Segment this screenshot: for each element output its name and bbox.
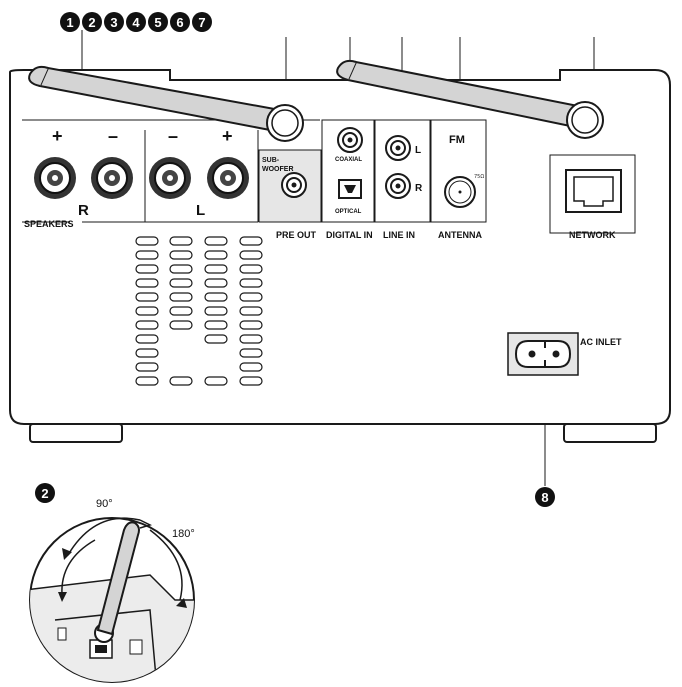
callout-6: 6	[170, 12, 190, 32]
line-in-r-label: R	[415, 183, 423, 194]
line-in-label: LINE IN	[383, 230, 415, 240]
speaker-right-label: R	[78, 202, 89, 219]
rotation-arrow-90	[67, 517, 141, 556]
callout-row: 1 2 3 4 5 6 7	[60, 12, 212, 32]
antenna-section: FM 75Ω ANTENNA	[430, 119, 487, 240]
svg-text:1: 1	[66, 15, 73, 30]
digital-in-label: DIGITAL IN	[326, 230, 373, 240]
speaker-post-3	[149, 157, 191, 199]
ac-inlet-label: AC INLET	[580, 337, 622, 347]
callout-3: 3	[104, 12, 124, 32]
subwoofer-label-1: SUB-	[262, 157, 280, 164]
optical-label: OPTICAL	[335, 209, 362, 215]
speaker-post-2	[91, 157, 133, 199]
svg-text:5: 5	[154, 15, 161, 30]
speaker-minus-r: –	[108, 126, 118, 146]
speaker-post-4	[207, 157, 249, 199]
line-in-section: L R LINE IN	[374, 119, 431, 240]
network-label: NETWORK	[569, 230, 616, 240]
rotation-arrow-180	[149, 529, 183, 601]
pre-out-label: PRE OUT	[276, 230, 317, 240]
svg-text:2: 2	[88, 15, 95, 30]
antenna-rotation-detail: 90° 180°	[29, 498, 195, 683]
svg-text:2: 2	[41, 486, 48, 501]
svg-text:7: 7	[198, 15, 205, 30]
rotation-arrow-left	[61, 539, 96, 596]
fm-label: FM	[449, 134, 465, 146]
callout-8: 8	[535, 487, 555, 507]
coaxial-label: COAXIAL	[335, 157, 362, 163]
antenna-label: ANTENNA	[438, 230, 482, 240]
speakers-label: SPEAKERS	[24, 219, 74, 229]
pre-out-section: SUB- WOOFER PRE OUT	[258, 149, 322, 240]
speaker-left-label: L	[196, 202, 205, 219]
digital-in-section: COAXIAL OPTICAL DIGITAL IN	[321, 119, 375, 240]
network-section: NETWORK	[549, 154, 636, 240]
callout-2: 2	[82, 12, 102, 32]
line-in-l-label: L	[415, 145, 421, 156]
subwoofer-label-2: WOOFER	[262, 166, 294, 173]
fm-ohm-mark: 75Ω	[474, 174, 484, 180]
callout-1: 1	[60, 12, 80, 32]
ac-inlet-section: AC INLET	[507, 332, 622, 376]
left-foot	[29, 423, 123, 443]
svg-text:6: 6	[176, 15, 183, 30]
right-foot	[563, 423, 657, 443]
speaker-minus-l: –	[168, 126, 178, 146]
speaker-post-1	[34, 157, 76, 199]
callout-4: 4	[126, 12, 146, 32]
speaker-plus-l: +	[222, 126, 233, 146]
detail-callout-2: 2	[35, 483, 55, 503]
callout-5: 5	[148, 12, 168, 32]
wireless-antenna-left	[28, 65, 304, 142]
speaker-terminals	[22, 130, 259, 223]
detail-antenna-stick	[96, 521, 140, 636]
speaker-plus-r: +	[52, 126, 63, 146]
svg-text:3: 3	[110, 15, 117, 30]
callout-7: 7	[192, 12, 212, 32]
angle-180-label: 180°	[172, 528, 195, 540]
svg-text:4: 4	[132, 15, 140, 30]
vent-slots	[135, 236, 263, 386]
wireless-antenna-right	[336, 59, 604, 139]
angle-90-label: 90°	[96, 498, 113, 510]
svg-text:8: 8	[541, 490, 548, 505]
